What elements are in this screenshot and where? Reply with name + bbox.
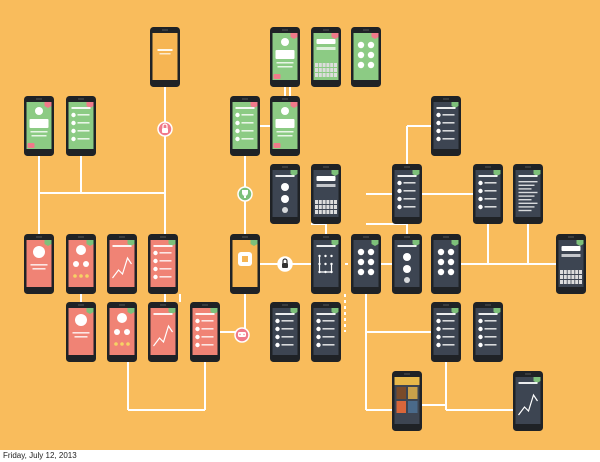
trophy-icon bbox=[237, 186, 253, 202]
phone-dark-right-3 bbox=[513, 164, 543, 224]
phone-dark-low-4 bbox=[473, 302, 503, 362]
footer-bar: Friday, July 12, 2013 bbox=[0, 450, 600, 462]
phone-dark-right-1 bbox=[392, 164, 422, 224]
phone-salmon-row2-1 bbox=[66, 302, 96, 362]
phone-dark-center-4 bbox=[431, 234, 461, 294]
phone-dark-right-2 bbox=[473, 164, 503, 224]
phone-dark-bottom-right bbox=[513, 371, 543, 431]
phone-dark-social-2 bbox=[311, 164, 341, 224]
phone-green-top-2 bbox=[311, 27, 341, 87]
phone-green-top-3 bbox=[351, 27, 381, 87]
phone-green-mid-1 bbox=[230, 96, 260, 156]
phone-dark-low-2 bbox=[311, 302, 341, 362]
phone-dark-low-3 bbox=[431, 302, 461, 362]
phone-dark-center-1 bbox=[311, 234, 341, 294]
lock-icon bbox=[277, 256, 293, 272]
phone-salmon-row1-2 bbox=[66, 234, 96, 294]
phone-salmon-row1-3 bbox=[107, 234, 137, 294]
phone-green-top-1 bbox=[270, 27, 300, 87]
phone-salmon-row1-1 bbox=[24, 234, 54, 294]
phone-green-mid-2 bbox=[270, 96, 300, 156]
phone-dark-center-3 bbox=[392, 234, 422, 294]
link-nodes bbox=[157, 121, 293, 343]
phone-salmon-row2-3 bbox=[148, 302, 178, 362]
phone-dark-center-2 bbox=[351, 234, 381, 294]
phone-dark-low-1 bbox=[270, 302, 300, 362]
footer-date: Friday, July 12, 2013 bbox=[3, 451, 77, 460]
phone-top-center bbox=[150, 27, 180, 87]
phone-dark-far-right bbox=[556, 234, 586, 294]
phone-salmon-row2-4 bbox=[190, 302, 220, 362]
dashed-connector-lines bbox=[344, 263, 366, 332]
phone-orange-center bbox=[230, 234, 260, 294]
phone-dark-top-right bbox=[431, 96, 461, 156]
phone-green-left-2 bbox=[66, 96, 96, 156]
phone-salmon-row1-4 bbox=[148, 234, 178, 294]
phone-photo-bottom bbox=[392, 371, 422, 431]
phone-screens bbox=[24, 27, 586, 431]
phone-salmon-row2-2 bbox=[107, 302, 137, 362]
app-flow-diagram bbox=[0, 0, 600, 450]
chat-icon bbox=[234, 327, 250, 343]
phone-green-left-1 bbox=[24, 96, 54, 156]
phone-dark-social-1 bbox=[270, 164, 300, 224]
lock-icon bbox=[157, 121, 173, 137]
